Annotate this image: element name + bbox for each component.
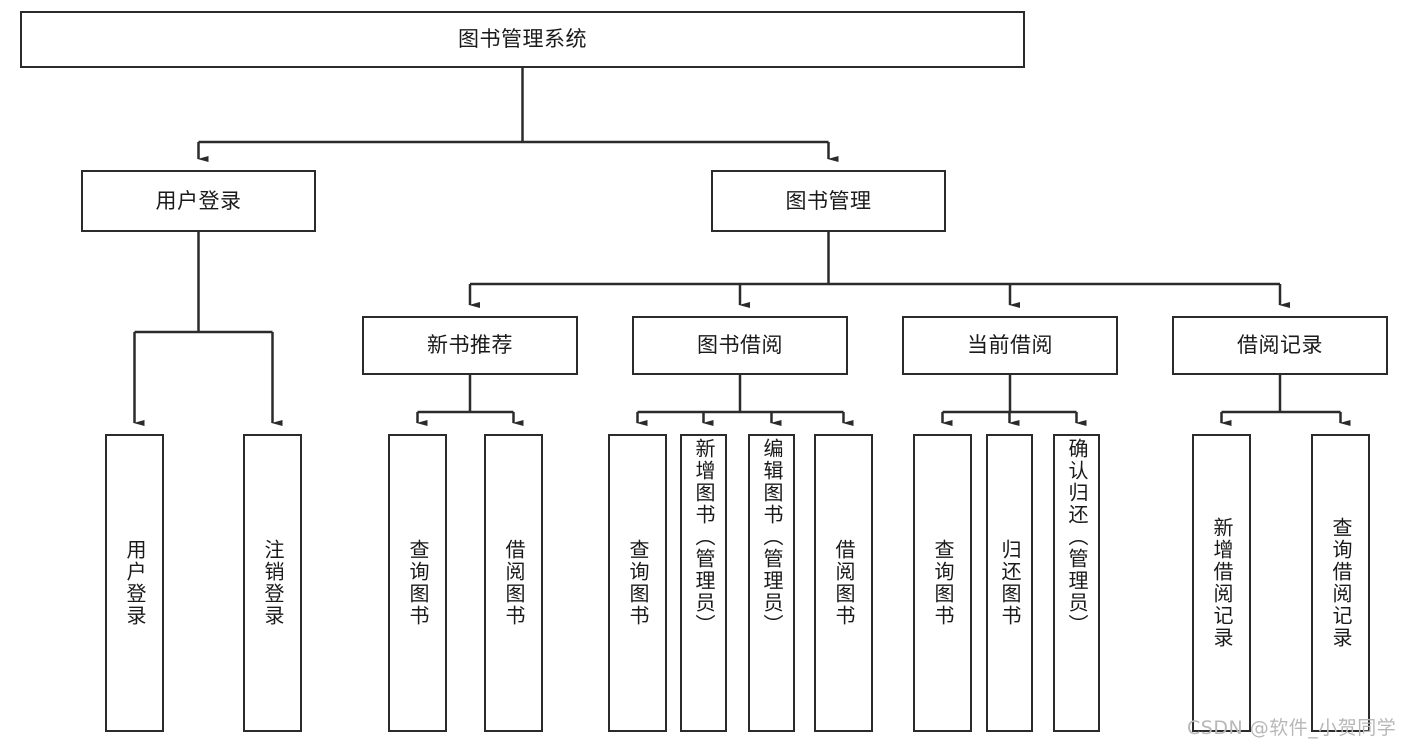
leaf-logout[interactable]: 注销登录 (243, 434, 302, 732)
node-user-login[interactable]: 用户登录 (81, 170, 316, 232)
leaf-return-book[interactable]: 归还图书 (986, 434, 1033, 732)
node-root[interactable]: 图书管理系统 (20, 11, 1025, 68)
csdn-watermark: CSDN @软件_小贺同学 (1187, 717, 1397, 739)
node-book-manage-label: 图书管理 (785, 188, 872, 213)
leaf-add-borrow-record[interactable]: 新增借阅记录 (1192, 434, 1251, 732)
leaf-edit-book-admin[interactable]: 编辑图书（管理员） (748, 434, 795, 732)
leaf-confirm-return-admin-label: 确认归还（管理员） (1065, 438, 1089, 636)
leaf-query-borrow-record[interactable]: 查询借阅记录 (1311, 434, 1370, 732)
node-current-borrow[interactable]: 当前借阅 (902, 316, 1118, 375)
node-book-manage[interactable]: 图书管理 (711, 170, 946, 232)
leaf-add-book-admin[interactable]: 新增图书（管理员） (680, 434, 727, 732)
leaf-query-book-current[interactable]: 查询图书 (913, 434, 972, 732)
leaf-borrow-book-borrow-label: 借阅图书 (832, 539, 856, 627)
leaf-add-borrow-record-label: 新增借阅记录 (1210, 517, 1234, 649)
leaf-user-login-label: 用户登录 (123, 539, 147, 627)
leaf-query-book-recommend-label: 查询图书 (406, 539, 430, 627)
leaf-query-book-borrow[interactable]: 查询图书 (608, 434, 667, 732)
node-book-borrow[interactable]: 图书借阅 (632, 316, 848, 375)
leaf-confirm-return-admin[interactable]: 确认归还（管理员） (1053, 434, 1100, 732)
node-user-login-label: 用户登录 (155, 188, 242, 213)
node-borrow-record-label: 借阅记录 (1237, 333, 1323, 358)
leaf-query-book-recommend[interactable]: 查询图书 (388, 434, 447, 732)
leaf-query-book-current-label: 查询图书 (931, 539, 955, 627)
node-current-borrow-label: 当前借阅 (967, 333, 1053, 358)
leaf-logout-label: 注销登录 (261, 539, 285, 627)
node-new-book-recommend[interactable]: 新书推荐 (362, 316, 578, 375)
leaf-user-login[interactable]: 用户登录 (105, 434, 164, 732)
leaf-return-book-label: 归还图书 (998, 539, 1022, 627)
leaf-edit-book-admin-label: 编辑图书（管理员） (760, 438, 784, 636)
node-new-book-recommend-label: 新书推荐 (427, 333, 513, 358)
node-book-borrow-label: 图书借阅 (697, 333, 783, 358)
leaf-query-borrow-record-label: 查询借阅记录 (1329, 517, 1353, 649)
leaf-add-book-admin-label: 新增图书（管理员） (692, 438, 716, 636)
leaf-query-book-borrow-label: 查询图书 (626, 539, 650, 627)
node-borrow-record[interactable]: 借阅记录 (1172, 316, 1388, 375)
leaf-borrow-book-borrow[interactable]: 借阅图书 (814, 434, 873, 732)
leaf-borrow-book-recommend-label: 借阅图书 (502, 539, 526, 627)
leaf-borrow-book-recommend[interactable]: 借阅图书 (484, 434, 543, 732)
node-root-label: 图书管理系统 (458, 27, 587, 52)
